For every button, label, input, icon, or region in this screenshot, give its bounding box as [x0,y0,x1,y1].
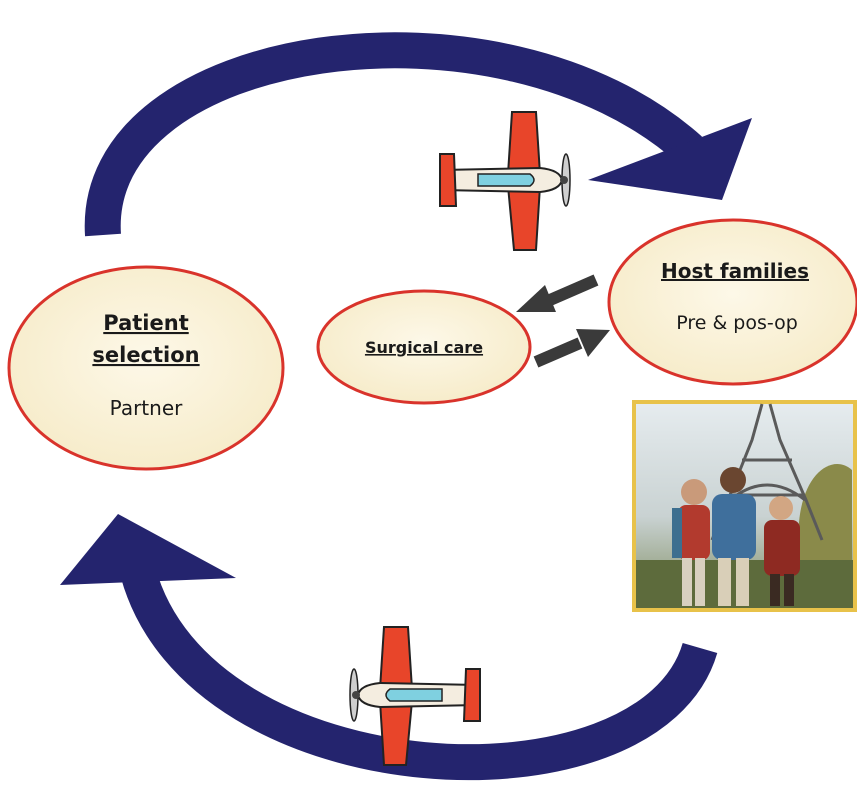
cycle-arrow-bottom [60,514,718,781]
patient-selection-title-line2: selection [92,343,199,367]
host-families-title: Host families [661,259,809,283]
node-patient-selection: Patient selection Partner [7,265,285,471]
surgical-care-title: Surgical care [365,338,483,357]
person-figure [764,496,800,606]
cycle-arrow-top [84,32,752,237]
airplane-icon [349,626,481,766]
node-host-families: Host families Pre & pos-op [607,218,857,386]
person-figure [712,467,756,606]
airplane-icon [439,111,571,251]
person-figure [672,479,710,606]
patient-selection-subtitle: Partner [110,396,183,420]
node-surgical-care: Surgical care [316,289,532,405]
arrow-to-host-families [533,329,610,368]
host-families-subtitle: Pre & pos-op [676,312,798,334]
arrow-to-surgical-care [516,274,599,312]
family-photo [632,400,857,612]
patient-selection-title-line1: Patient [103,311,188,335]
